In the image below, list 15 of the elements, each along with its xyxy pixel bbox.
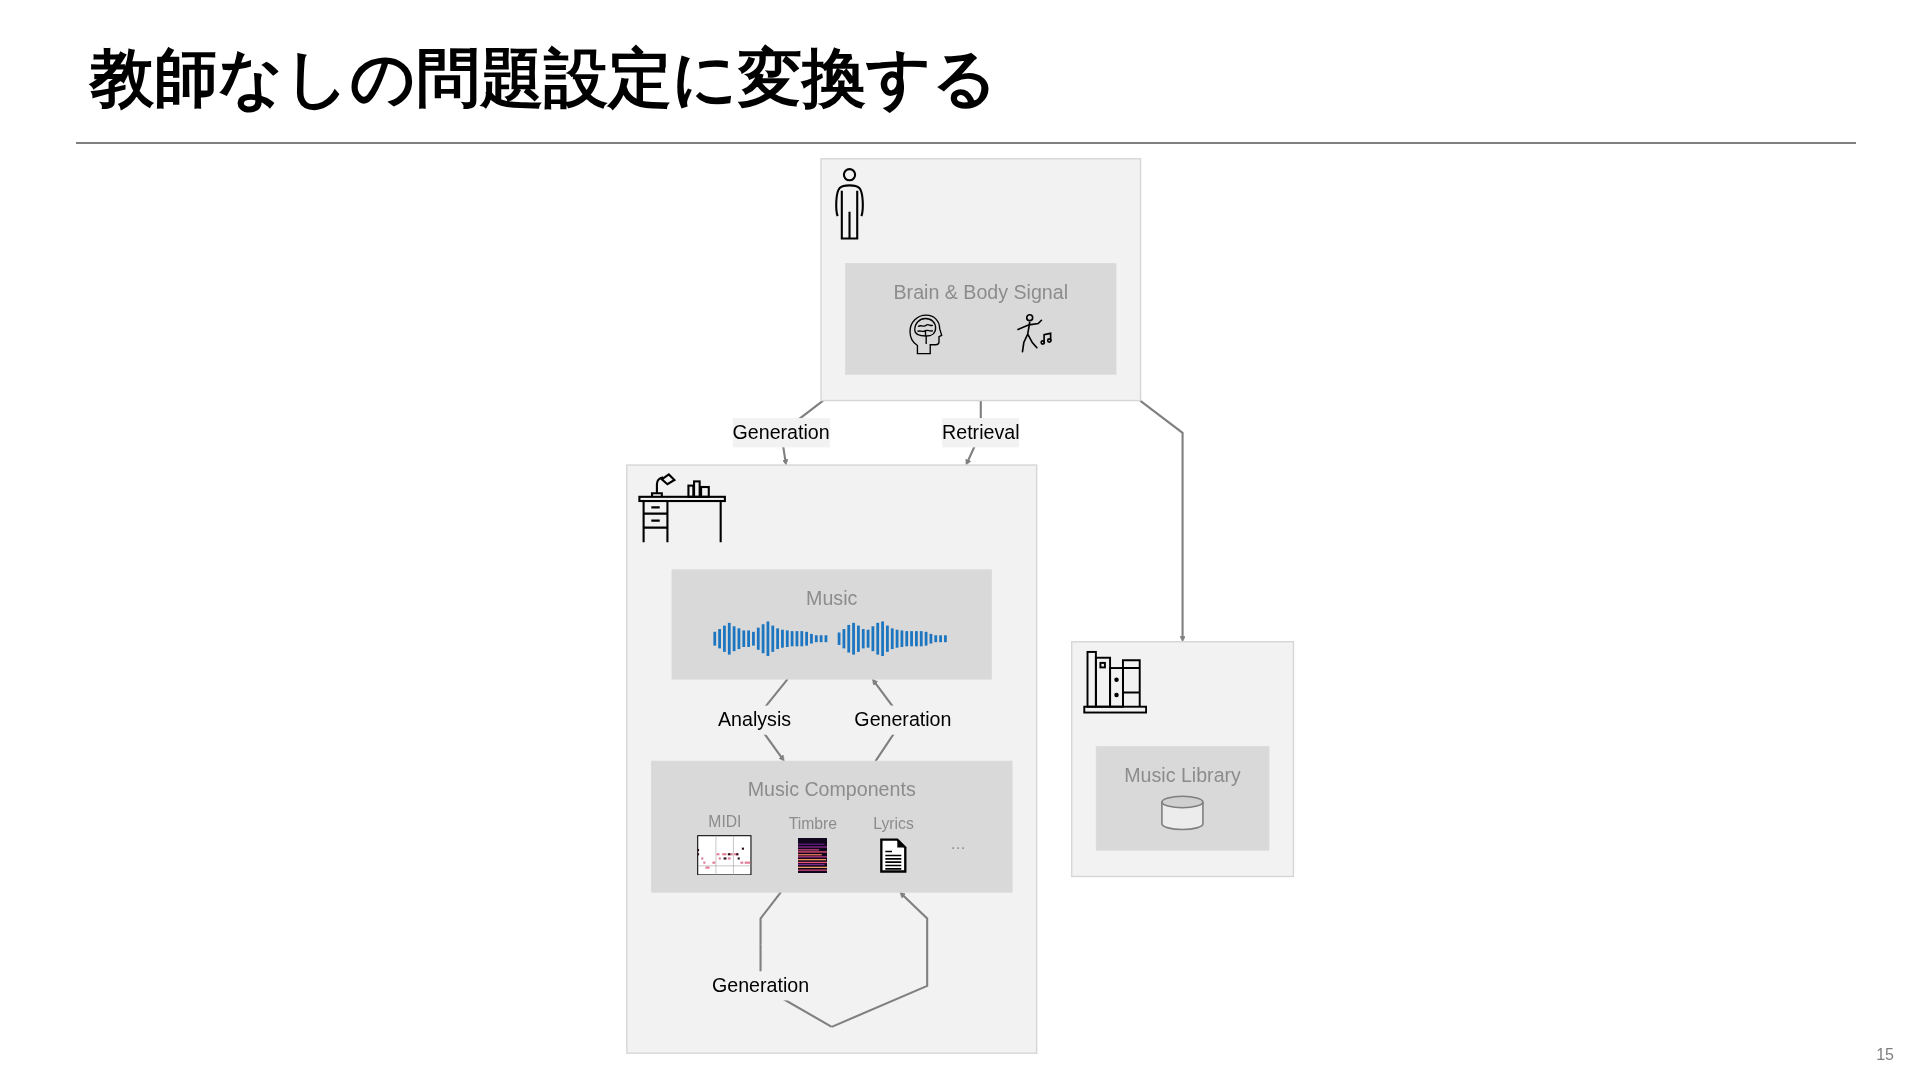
edge-label: Retrieval <box>941 421 1020 444</box>
node-box: Brain & Body Signal <box>845 263 1117 375</box>
edge-label: Generation <box>711 974 809 997</box>
cluster <box>625 464 1038 1054</box>
edge-label: Generation <box>732 421 830 444</box>
page-number: 15 <box>1876 1046 1894 1064</box>
cluster <box>820 158 1142 402</box>
node-box: Music Library <box>1095 746 1270 851</box>
node-box: Music Components MIDI Timbre Lyrics … <box>650 760 1013 893</box>
cluster <box>1070 641 1294 878</box>
node-box: Music <box>671 569 992 680</box>
edge-label: Generation <box>854 708 952 731</box>
slide-title: 教師なしの問題設定に変換する <box>90 40 998 117</box>
arrow <box>1139 399 1186 642</box>
edge-label: Analysis <box>717 708 791 731</box>
